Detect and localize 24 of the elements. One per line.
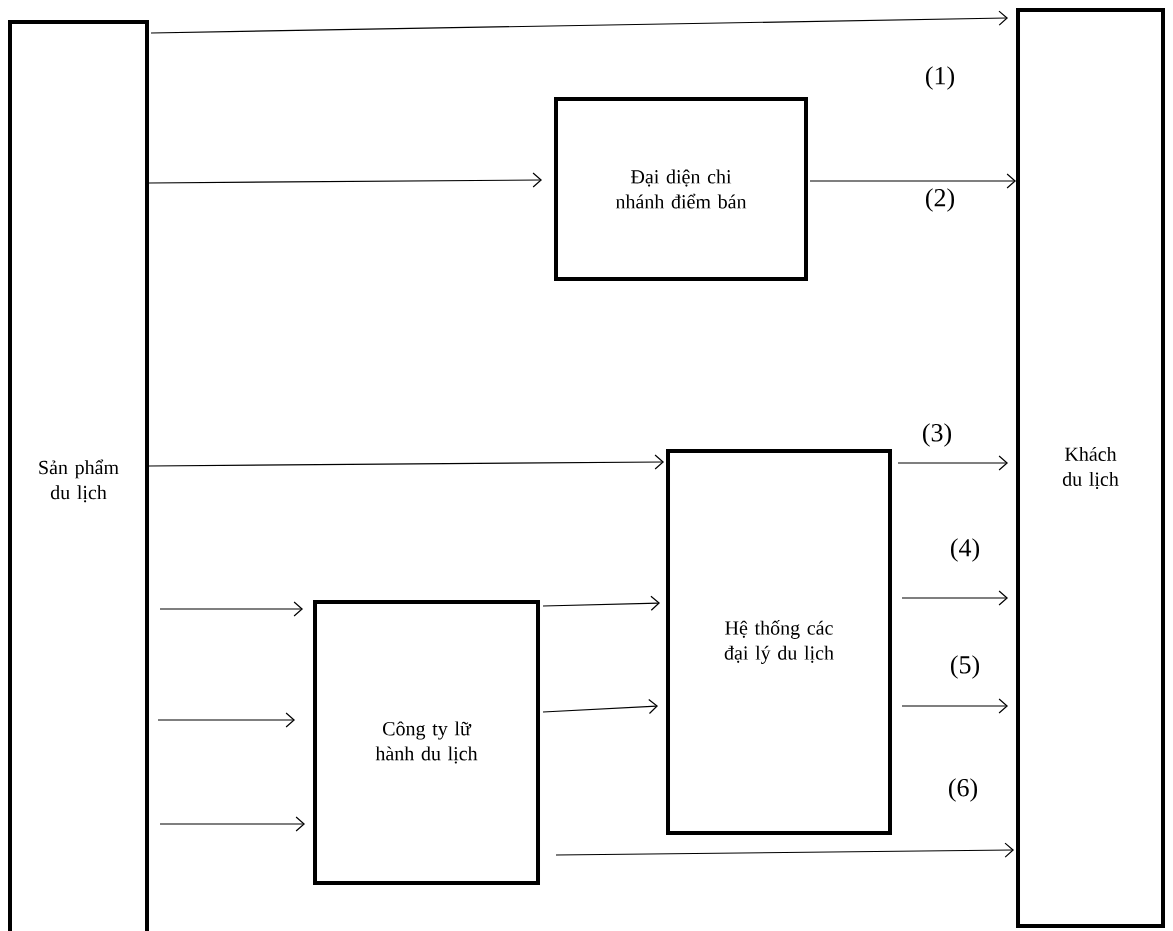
edge-label: (1) xyxy=(923,65,957,91)
edge-label: (4) xyxy=(948,537,982,563)
arrow xyxy=(555,842,1014,858)
arrow xyxy=(901,698,1008,714)
edge-label: (3) xyxy=(920,422,954,448)
arrow xyxy=(542,698,658,715)
arrow xyxy=(148,454,664,470)
tour-operator-box: Công ty lữ hành du lịch xyxy=(313,600,540,885)
customer-box: Khách du lịch xyxy=(1016,8,1165,928)
agency-box: Hệ thống các đại lý du lịch xyxy=(666,449,892,835)
arrow xyxy=(542,595,660,611)
arrow xyxy=(897,455,1008,471)
arrow xyxy=(148,172,542,188)
arrow xyxy=(150,10,1008,34)
arrow xyxy=(157,712,295,728)
edge-label: (6) xyxy=(946,777,980,803)
arrow xyxy=(159,816,305,832)
edge-label: (5) xyxy=(948,654,982,680)
product-box: Sản phẩm du lịch xyxy=(8,20,149,931)
arrow xyxy=(901,590,1008,606)
arrow xyxy=(159,601,303,617)
branch-box: Đại diện chi nhánh điểm bán xyxy=(554,97,808,281)
arrow xyxy=(809,173,1016,189)
edge-label: (2) xyxy=(923,187,957,213)
